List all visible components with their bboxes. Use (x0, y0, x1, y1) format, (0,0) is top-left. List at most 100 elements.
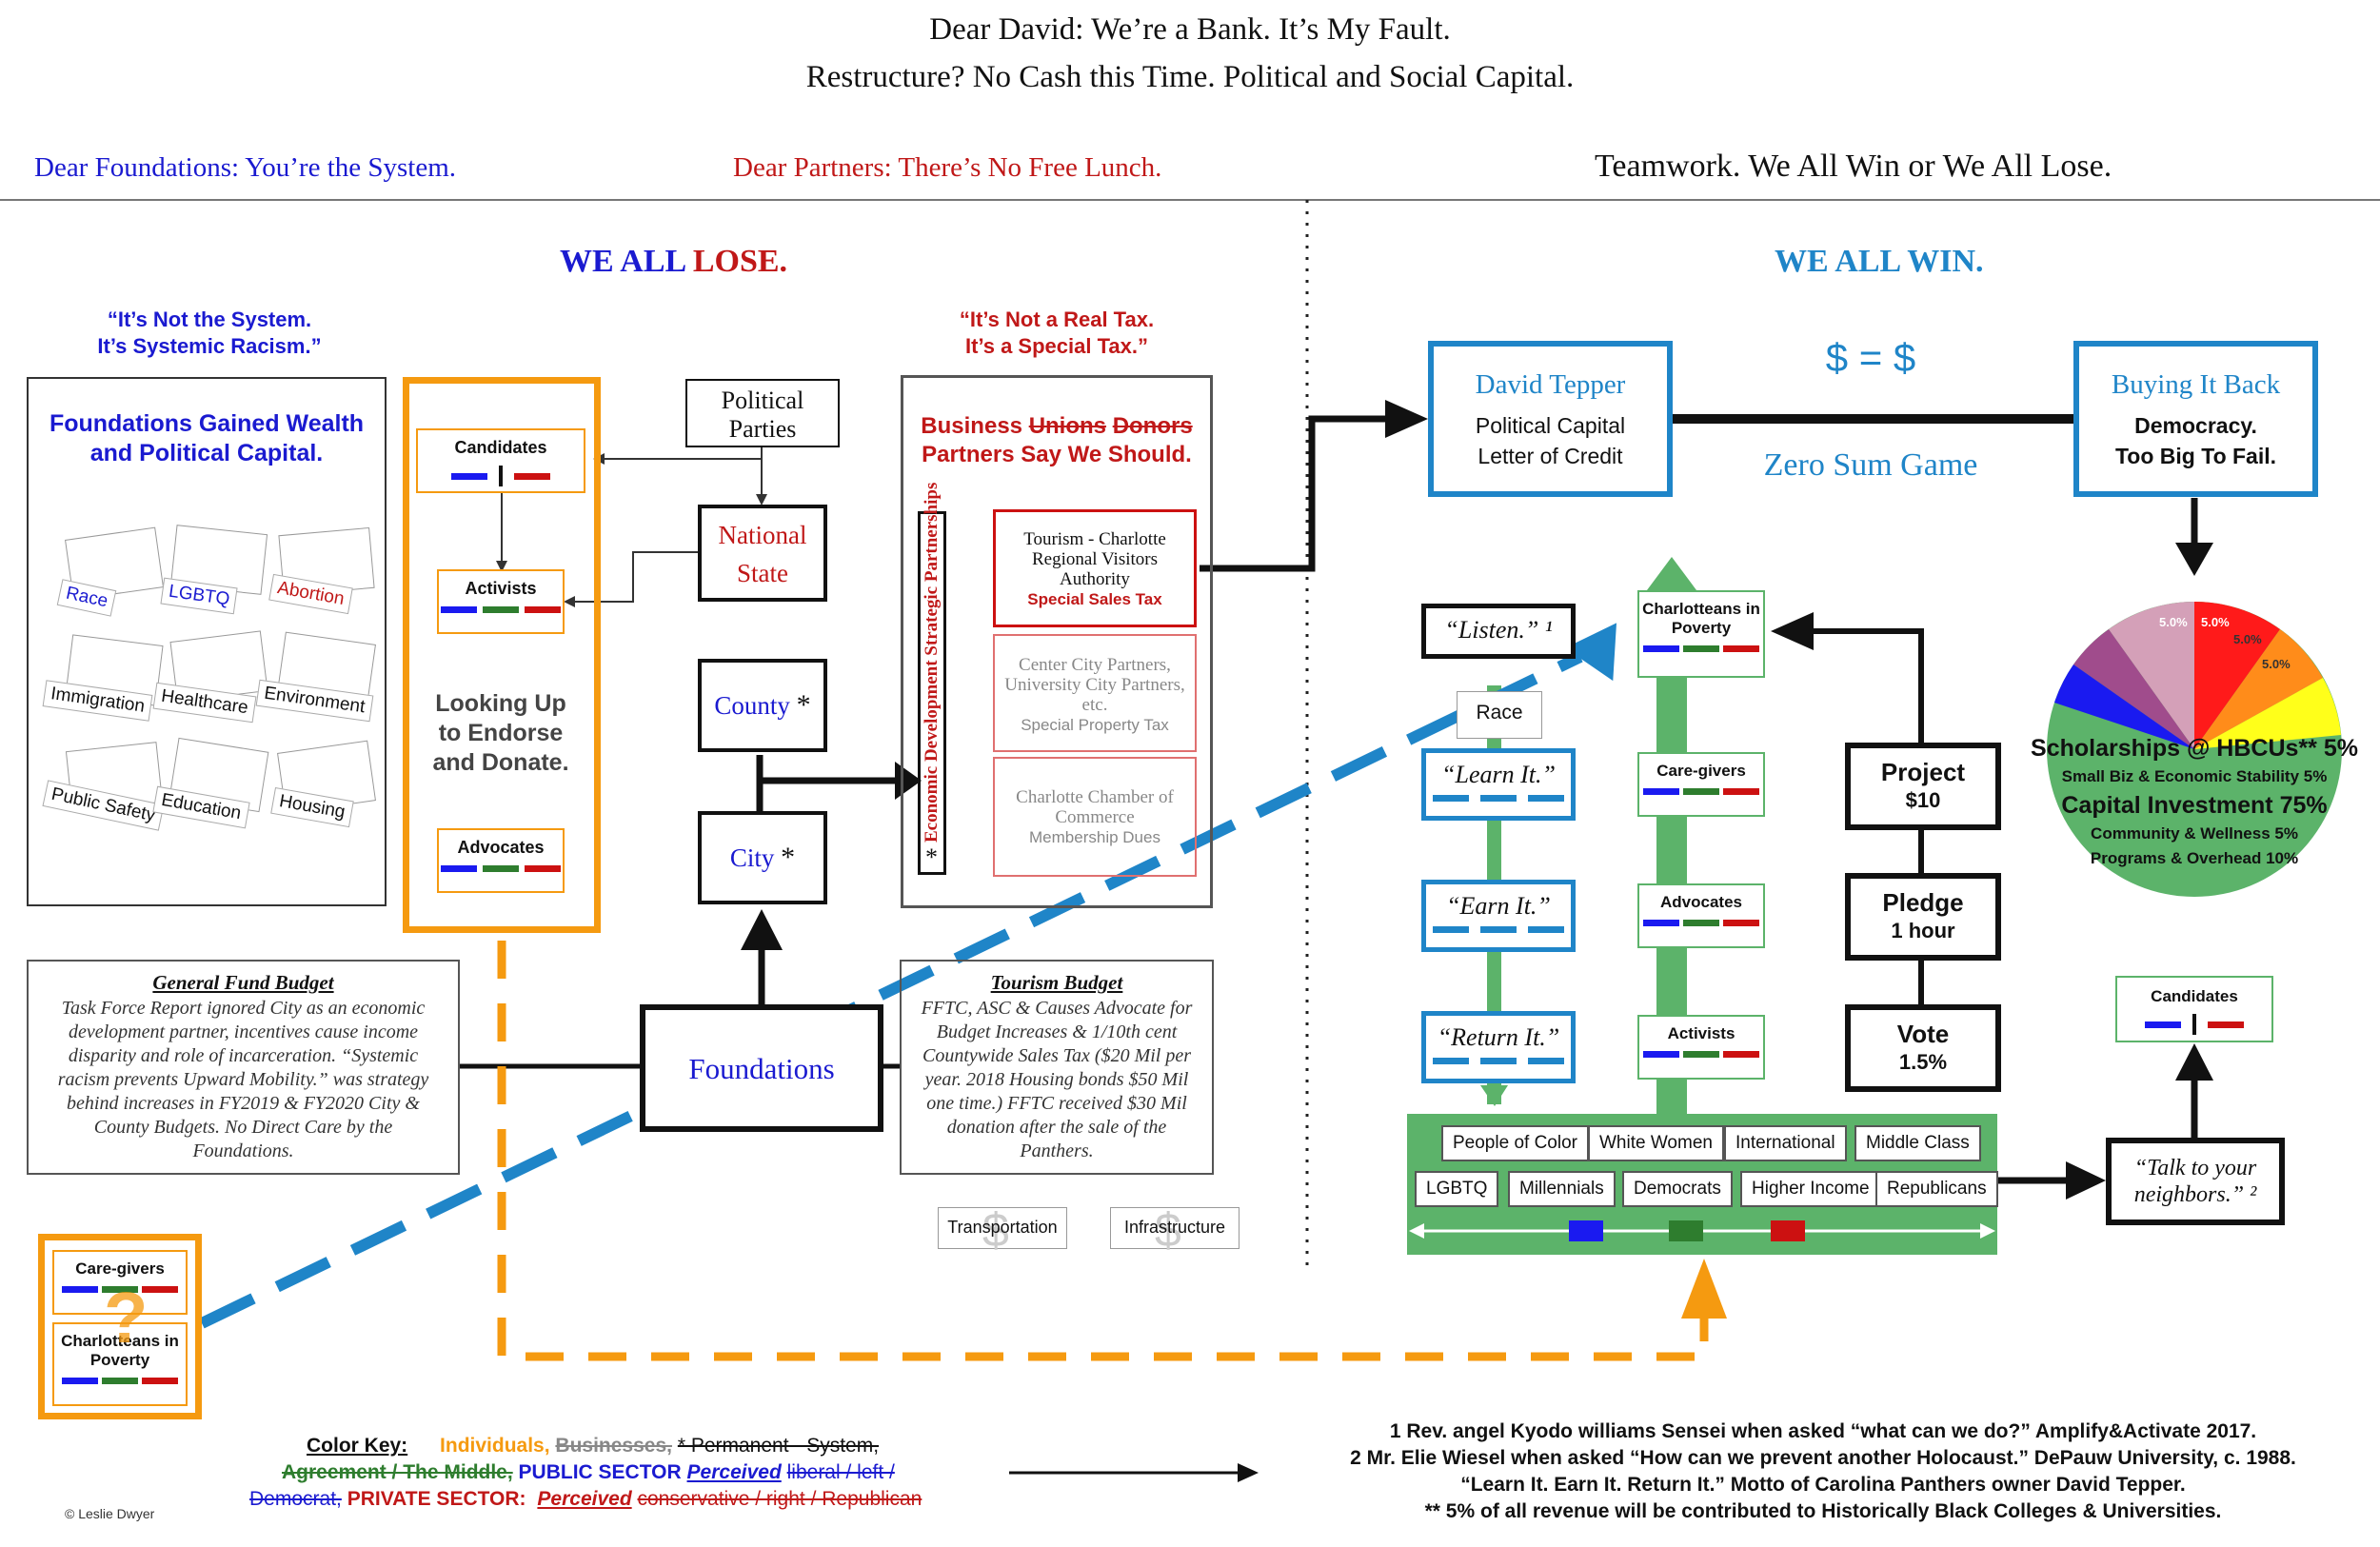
footnotes: 1 Rev. angel Kyodo williams Sensei when … (1266, 1418, 2380, 1525)
pledge-amount: 1 hour (1891, 919, 1955, 942)
scholarships-label: Scholarships @ HBCUs** 5% (2031, 735, 2358, 762)
key-businesses: Businesses, (555, 1435, 672, 1457)
dollar-icon: $ (982, 1203, 1009, 1257)
group-tag: International (1724, 1125, 1847, 1161)
right-activists-box: Activists (1637, 1015, 1765, 1080)
title-line-1: Dear David: We’re a Bank. It’s My Fault. (929, 12, 1451, 47)
we-all-text: WE ALL (560, 244, 685, 279)
pie-slice-yellow (2194, 678, 2341, 749)
candidates-box: Candidates (416, 428, 585, 493)
color-key-label: Color Key: (307, 1435, 408, 1457)
membership-dues: Membership Dues (1029, 828, 1160, 846)
project-box: Project $10 (1845, 743, 2001, 830)
dear-foundations: Dear Foundations: You’re the System. (34, 152, 457, 183)
group-tag: Middle Class (1854, 1125, 1981, 1161)
quote-special-tax: “It’s Not a Real Tax. It’s a Special Tax… (914, 307, 1200, 360)
page-title: Dear David: We’re a Bank. It’s My Fault.… (0, 6, 2380, 101)
tourism-budget-panel: Tourism Budget FFTC, ASC & Causes Advoca… (900, 960, 1214, 1175)
tourism-budget-text: FFTC, ASC & Causes Advocate for Budget I… (921, 998, 1193, 1161)
race-box: Race (1457, 691, 1542, 739)
party-bars (2117, 1014, 2271, 1035)
blue-bars (1426, 795, 1571, 802)
quote-systemic-racism: “It’s Not the System. It’s Systemic Raci… (67, 307, 352, 360)
general-fund-panel: General Fund Budget Task Force Report ig… (27, 960, 460, 1175)
party-bars (54, 1286, 186, 1293)
key-democrat: Democrat, (249, 1488, 342, 1510)
pie-slice-label: 5.0% (2233, 632, 2262, 646)
key-permanent: * Permanent - System, (677, 1435, 880, 1457)
party-bars (54, 1378, 186, 1384)
party-bars (439, 865, 563, 872)
candidates-label: Candidates (454, 438, 547, 457)
quote-tax-line-1: “It’s Not a Real Tax. (959, 307, 1155, 331)
partners-say-label: Partners Say We Should. (922, 442, 1192, 467)
business-partners-title: Business Unions Donors Partners Say We S… (903, 412, 1210, 469)
footnote-4: ** 5% of all revenue will be contributed… (1424, 1500, 2222, 1522)
david-tepper-label: David Tepper (1475, 369, 1626, 400)
center-city-label: Center City Partners, University City Pa… (1004, 655, 1185, 715)
donors-label: Donors (1112, 413, 1193, 439)
right-care-givers-box: Care-givers (1637, 752, 1765, 817)
business-label: Business (921, 413, 1023, 439)
earn-it-box: “Earn It.” (1421, 880, 1576, 952)
party-bars (418, 466, 584, 486)
capital-investment-label: Capital Investment 75% (2061, 792, 2328, 819)
infrastructure-label: Infrastructure (1123, 1218, 1226, 1237)
poverty-label: Charlotteans in Poverty (61, 1332, 179, 1369)
pie-slice-label: 5.0% (2262, 657, 2291, 671)
activists-label: Activists (465, 579, 537, 598)
key-public-sector: PUBLIC SECTOR (518, 1461, 682, 1483)
group-tag: Millennials (1508, 1171, 1616, 1207)
county-label: County (714, 691, 790, 720)
general-fund-text: Task Force Report ignored City as an eco… (57, 998, 429, 1161)
listen-box: “Listen.” ¹ (1421, 604, 1576, 659)
tourism-authority-box: Tourism - Charlotte Regional Visitors Au… (993, 509, 1197, 627)
we-all-lose-heading: WE ALL LOSE. (560, 244, 787, 280)
right-poverty-box: Charlotteans in Poverty (1637, 590, 1765, 678)
earn-it-label: “Earn It.” (1446, 892, 1551, 920)
programs-label: Programs & Overhead 10% (2090, 849, 2299, 867)
group-tag: LGBTQ (1415, 1171, 1499, 1207)
right-advocates-box: Advocates (1637, 883, 1765, 948)
edsp-asterisk: * (925, 843, 938, 871)
tourism-authority-label: Tourism - Charlotte Regional Visitors Au… (1023, 529, 1166, 589)
lose-text: LOSE. (692, 244, 788, 279)
special-property-tax: Special Property Tax (1021, 716, 1169, 734)
national-state-box: National State (698, 505, 827, 602)
right-candidates-box: Candidates (2115, 976, 2273, 1042)
chamber-label: Charlotte Chamber of Commerce (1016, 787, 1174, 827)
key-perceived-2: Perceived (537, 1488, 632, 1510)
right-activists-label: Activists (1667, 1024, 1735, 1042)
learn-it-label: “Learn It.” (1441, 761, 1556, 788)
democracy-label: Democracy. (2134, 413, 2257, 438)
small-biz-label: Small Biz & Economic Stability 5% (2061, 767, 2328, 785)
letter-of-credit-label: Letter of Credit (1478, 444, 1623, 468)
party-bars (1639, 920, 1763, 926)
learn-it-box: “Learn It.” (1421, 748, 1576, 821)
right-candidates-label: Candidates (2151, 987, 2238, 1005)
copyright: © Leslie Dwyer (65, 1506, 155, 1521)
group-tag: Republicans (1875, 1171, 1998, 1207)
title-line-2: Restructure? No Cash this Time. Politica… (805, 60, 1575, 94)
quote-tax-line-2: It’s a Special Tax.” (965, 334, 1148, 358)
color-key: Color Key: Individuals, Businesses, * Pe… (249, 1433, 1011, 1513)
group-tag: Democrats (1622, 1171, 1733, 1207)
political-parties-box: Political Parties (685, 379, 840, 447)
tourism-budget-title: Tourism Budget (990, 971, 1123, 994)
unions-label: Unions (1028, 413, 1107, 439)
transportation-box: $ Transportation (938, 1203, 1067, 1257)
footnote-3: “Learn It. Earn It. Return It.” Motto of… (1460, 1474, 2186, 1496)
pledge-box: Pledge 1 hour (1845, 873, 2001, 961)
pledge-label: Pledge (1882, 888, 1964, 917)
return-it-label: “Return It.” (1437, 1023, 1560, 1051)
we-all-win-heading: WE ALL WIN. (1775, 244, 1984, 279)
blue-bars (1426, 1058, 1571, 1064)
key-conservative: conservative / right / Republican (637, 1488, 922, 1510)
asterisk: * (781, 842, 796, 873)
right-advocates-label: Advocates (1660, 893, 1742, 911)
poverty-care-panel: Care-givers Charlotteans in Poverty ? (38, 1234, 202, 1419)
funds-pie-chart (2047, 602, 2342, 897)
project-label: Project (1880, 758, 1966, 786)
key-liberal: liberal / left / (786, 1461, 895, 1483)
asterisk: * (796, 689, 811, 721)
